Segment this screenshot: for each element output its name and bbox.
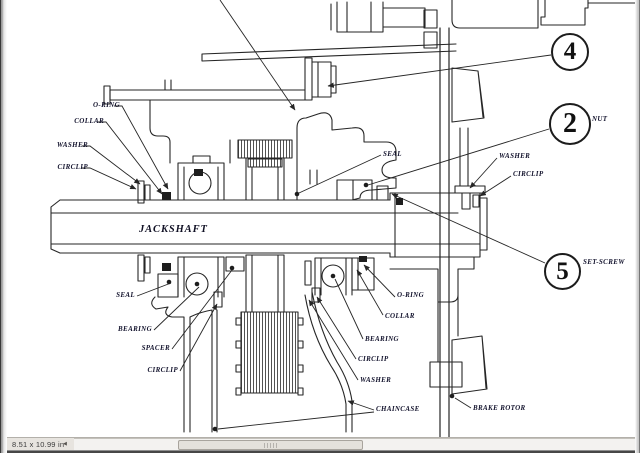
leader-dots	[162, 169, 455, 432]
page-size-indicator: 8.51 x 10.99 in	[12, 440, 65, 449]
callout-circle-2: 2	[549, 103, 591, 145]
leader-lines	[82, 0, 552, 430]
window-bottom-edge	[0, 450, 640, 453]
callout-number: 5	[556, 257, 569, 285]
horizontal-scrollbar-thumb[interactable]	[178, 440, 363, 450]
scroll-left-arrow-icon[interactable]: ◀	[63, 441, 67, 447]
callout-number: 2	[563, 108, 577, 139]
callout-circle-5: 5	[544, 253, 581, 290]
jackshaft-label: JACKSHAFT	[139, 224, 208, 235]
part-label-collar-top: COLLAR	[74, 117, 104, 125]
part-label-seal-top: SEAL	[383, 150, 402, 158]
part-label-circlip-right: CIRCLIP	[513, 170, 544, 178]
callout-number: 4	[563, 38, 577, 65]
part-label-washer-right: WASHER	[499, 152, 531, 160]
part-label-spacer: SPACER	[141, 344, 170, 352]
part-label-washer-top: WASHER	[56, 141, 88, 149]
window-right-edge	[635, 0, 640, 453]
part-label-brake-rotor: BRAKE ROTOR	[473, 404, 526, 412]
part-label-circlip-left: CIRCLIP	[147, 366, 178, 374]
horizontal-scrollbar-track[interactable]	[74, 438, 640, 451]
status-bar: 8.51 x 10.99 in ◀	[0, 437, 640, 451]
part-label-circlip-bottom: CIRCLIP	[358, 355, 389, 363]
part-label-seal-bottom: SEAL	[116, 291, 135, 299]
part-label-bearing-left: BEARING	[118, 325, 152, 333]
part-label-set-screw: SET-SCREW	[583, 258, 625, 266]
technical-drawing	[50, 0, 640, 437]
part-label-washer-bottom: WASHER	[360, 376, 392, 384]
window-left-edge	[0, 0, 7, 453]
part-label-collar-bottom: COLLAR	[385, 312, 415, 320]
callout-circle-4: 4	[551, 33, 589, 71]
part-label-bearing-right: BEARING	[365, 335, 399, 343]
part-label-oring-top: O-RING	[93, 101, 120, 109]
part-label-circlip-top: CIRCLIP	[57, 163, 88, 171]
scrollbar-grip-icon	[263, 443, 278, 448]
part-label-oring-bottom: O-RING	[397, 291, 424, 299]
part-label-nut: NUT	[592, 115, 608, 123]
part-label-chaincase: CHAINCASE	[376, 405, 420, 413]
